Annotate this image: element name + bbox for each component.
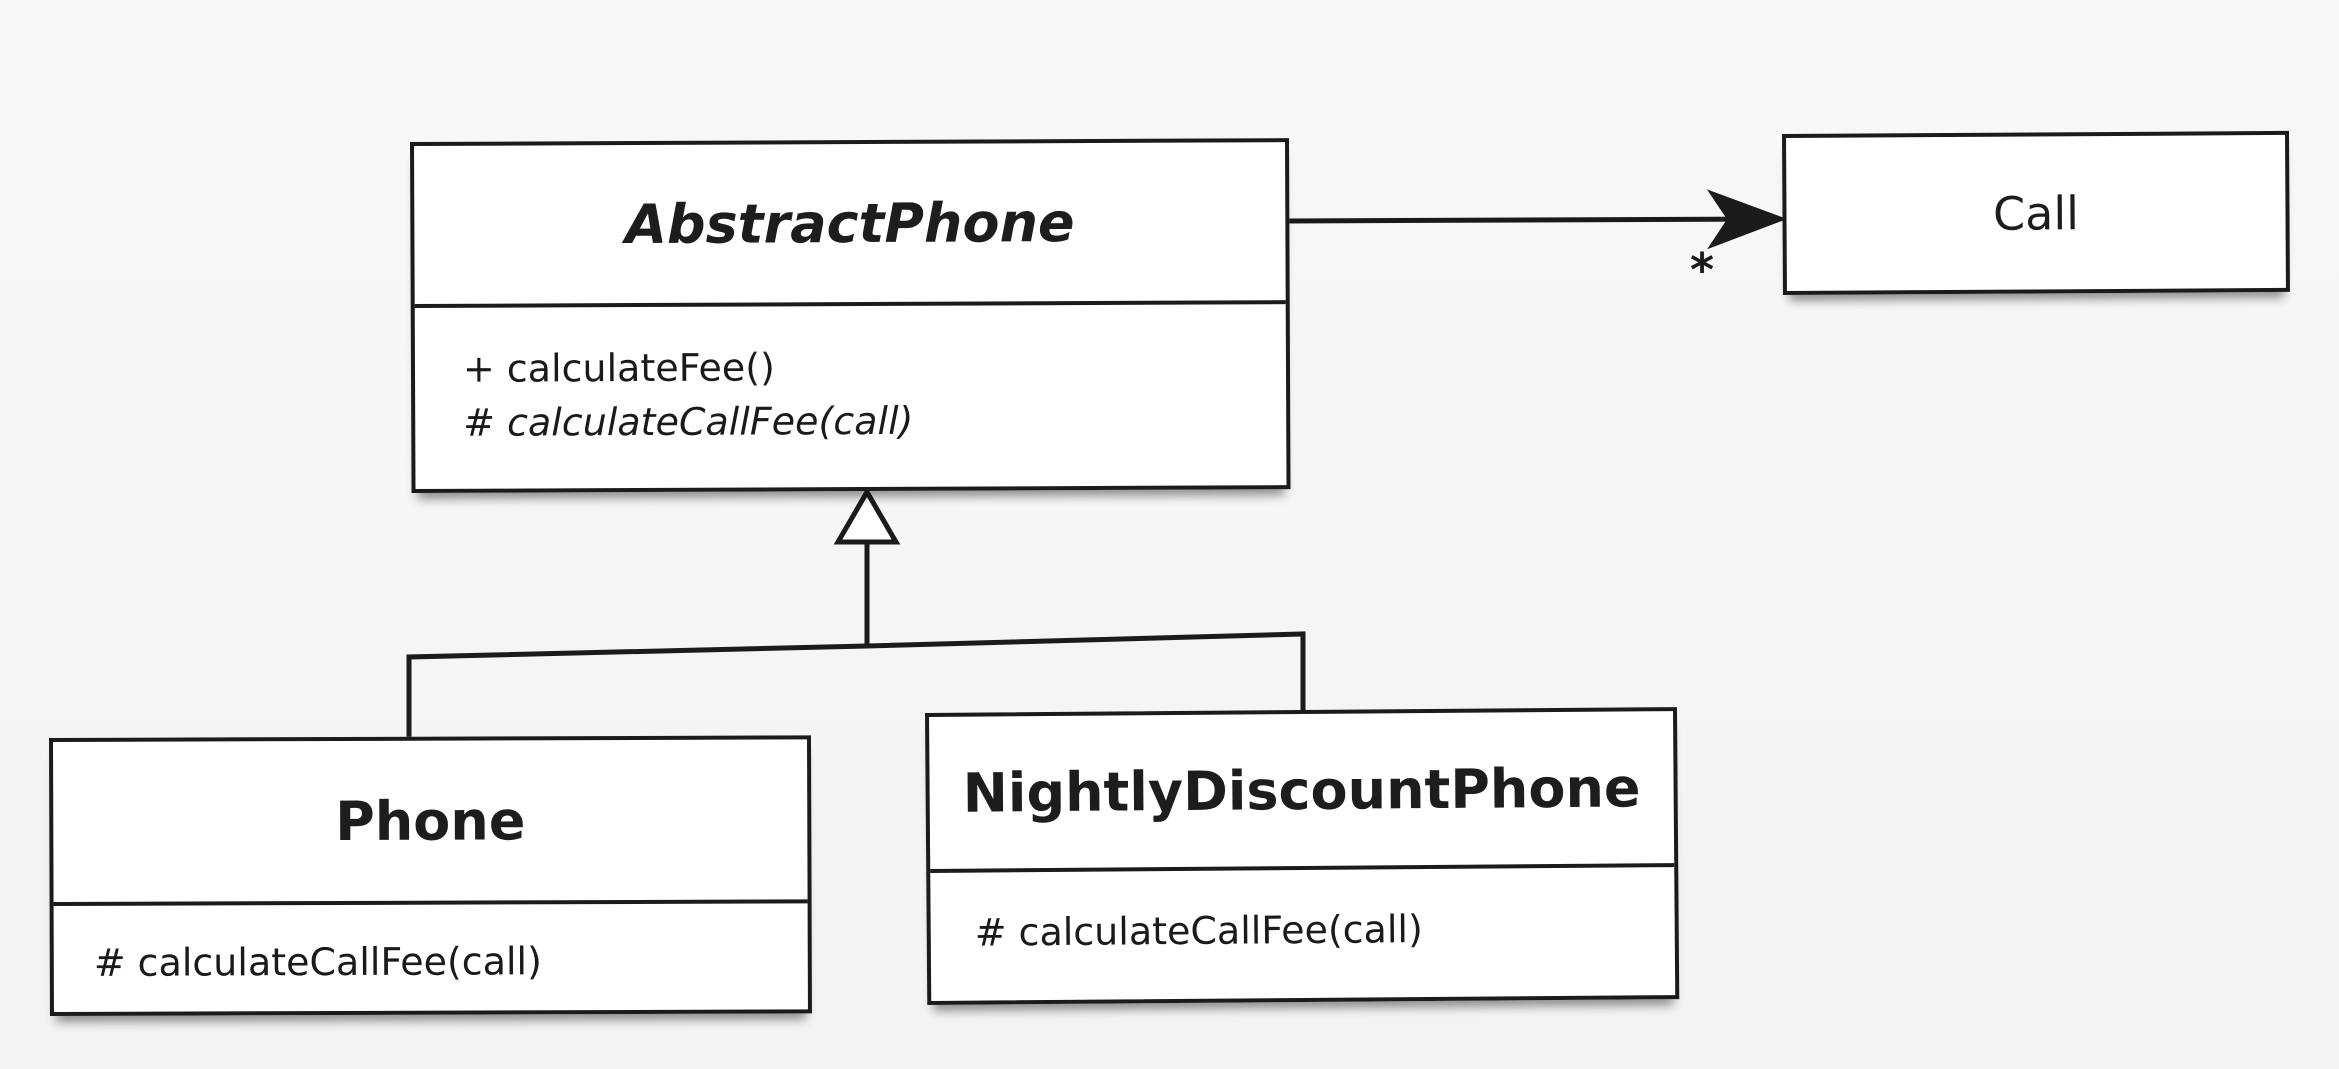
method-calculate-call-fee: #calculateCallFee(call) [94, 933, 808, 989]
class-nightly-discount-phone: NightlyDiscountPhone #calculateCallFee(c… [925, 707, 1680, 1005]
method-list-abstract-phone: +calculateFee() #calculateCallFee(call) [415, 304, 1287, 493]
visibility-protected: # [463, 400, 496, 445]
class-call: Call [1782, 130, 2290, 295]
association-line [1287, 189, 1787, 250]
class-name-nightly-discount-phone: NightlyDiscountPhone [962, 755, 1641, 825]
method-calculate-call-fee: #calculateCallFee(call) [975, 900, 1675, 959]
method-signature: calculateCallFee(call) [1018, 907, 1423, 955]
visibility-protected: # [974, 910, 1007, 955]
inheritance-connector-nightly [866, 631, 1306, 718]
association-multiplicity: * [1690, 243, 1715, 297]
method-signature: calculateFee() [506, 344, 775, 391]
visibility-protected: # [93, 940, 126, 985]
class-abstract-phone: AbstractPhone +calculateFee() #calculate… [410, 138, 1291, 493]
method-list-nightly-discount-phone: #calculateCallFee(call) [930, 867, 1675, 1001]
class-name-phone: Phone [335, 788, 526, 853]
class-name-call: Call [1992, 185, 2080, 241]
method-calculate-call-fee: #calculateCallFee(call) [463, 392, 1286, 450]
method-signature: calculateCallFee(call) [137, 939, 542, 985]
method-list-phone: #calculateCallFee(call) [54, 903, 808, 1012]
inheritance-connector-phone [406, 643, 868, 743]
inheritance-triangle-icon [833, 487, 901, 545]
class-phone: Phone #calculateCallFee(call) [49, 735, 812, 1016]
method-signature-abstract: calculateCallFee(call) [506, 398, 914, 445]
class-name-abstract-phone: AbstractPhone [624, 190, 1075, 256]
method-calculate-fee: +calculateFee() [463, 338, 1286, 396]
visibility-public: + [462, 346, 495, 391]
